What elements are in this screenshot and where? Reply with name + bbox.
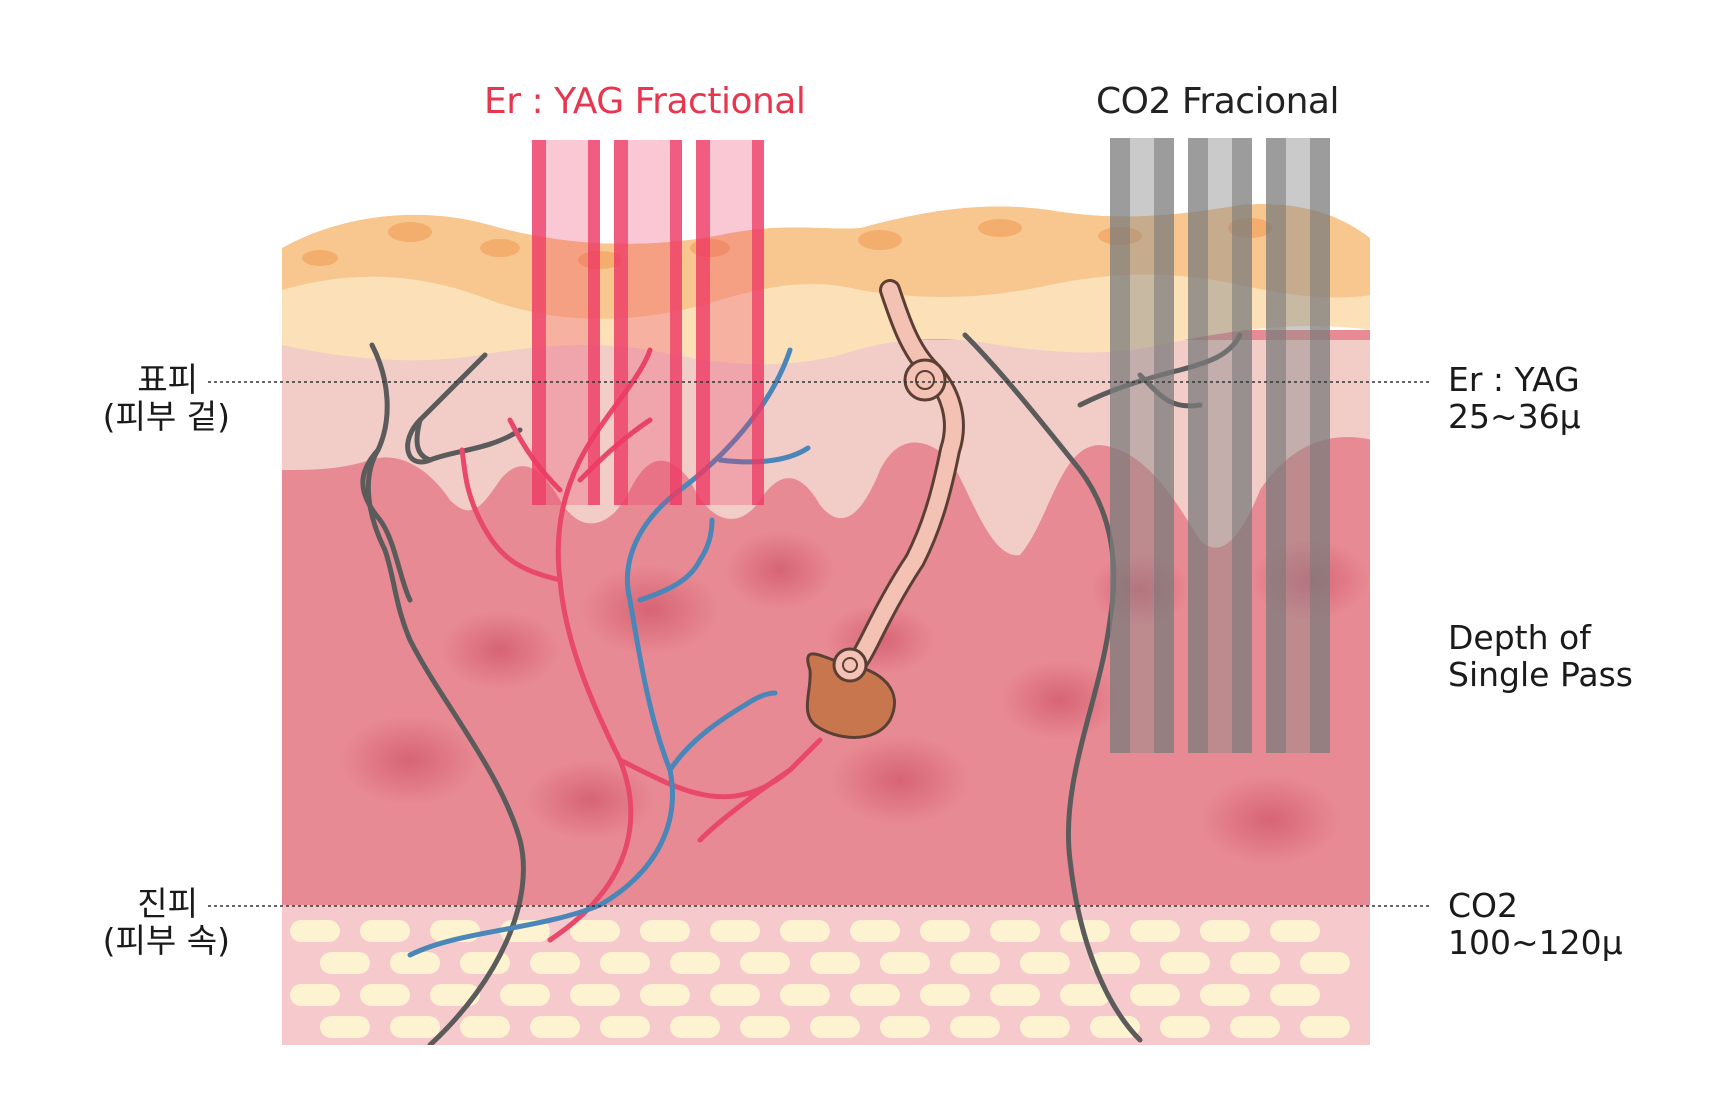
nerve-fibers (360, 332, 1243, 1046)
fat-cells-bottom (290, 920, 1350, 1038)
dermis-label-line2: (피부 속) (102, 920, 230, 960)
epidermis-label: 표피 (피부 겉) (60, 360, 230, 436)
co2-beams (1110, 138, 1330, 753)
er-yag-depth-line1: Er : YAG (1448, 360, 1580, 399)
er-yag-title: Er : YAG Fractional (484, 81, 806, 122)
hair-follicle (805, 279, 965, 739)
co2-depth-line1: CO2 (1448, 886, 1519, 925)
single-pass-line2: Single Pass (1448, 654, 1633, 694)
co2-depth-label: CO2 100~120μ (1448, 886, 1623, 962)
co2-title: CO2 Fracional (1096, 81, 1339, 122)
co2-depth-line2: 100~120μ (1448, 922, 1623, 962)
er-yag-depth-label: Er : YAG 25~36μ (1448, 360, 1581, 436)
single-pass-label: Depth of Single Pass (1448, 618, 1633, 694)
single-pass-line1: Depth of (1448, 618, 1591, 657)
er-yag-depth-line2: 25~36μ (1448, 396, 1581, 436)
light-fat-band (282, 274, 1370, 365)
dermis-label-line1: 진피 (137, 884, 198, 923)
dermis-spots (340, 530, 1370, 865)
epidermis-label-line1: 표피 (137, 360, 198, 399)
er-yag-beams (532, 140, 764, 505)
epidermis-label-line2: (피부 겉) (102, 396, 230, 436)
dermis-label: 진피 (피부 속) (60, 884, 230, 960)
